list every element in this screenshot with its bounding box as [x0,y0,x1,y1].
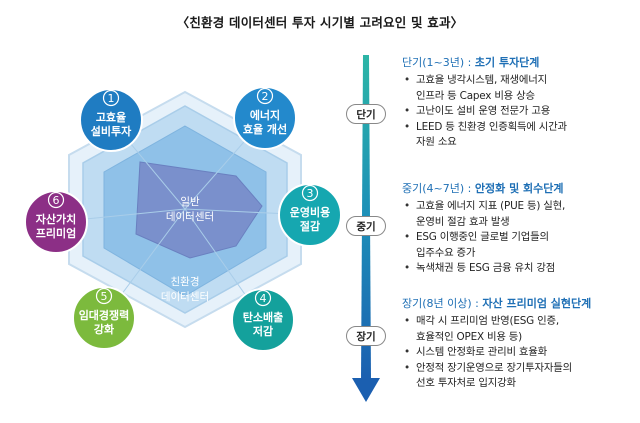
factor-node-5: 5 임대경쟁력 강화 [72,286,136,350]
svg-text:임대경쟁력: 임대경쟁력 [79,308,130,322]
svg-text:효율 개선: 효율 개선 [243,122,287,136]
svg-text:강화: 강화 [94,322,114,336]
stage-items: 매각 시 프리미엄 반영(ESG 인증,효율적인 OPEX 비용 등) 시스템 … [402,314,634,392]
phase-tag-short: 단기 [346,104,386,124]
svg-text:6: 6 [53,194,60,207]
general-datacenter-label-2: 데이터센터 [166,211,214,223]
stage-heading: 단기(1~3년) : 초기 투자단계 [402,56,540,69]
stage-long-term: 장기(8년 이상) : 자산 프리미엄 실현단계 매각 시 프리미엄 반영(ES… [402,295,634,392]
factor-node-4: 4 탄소배출 저감 [231,288,295,352]
svg-text:프리미엄: 프리미엄 [36,226,76,240]
general-datacenter-label-1: 일반 [180,195,200,208]
diagram-title: 〈친환경 데이터센터 투자 시기별 고려요인 및 효과〉 [176,15,464,30]
list-item: 고난이도 설비 운영 전문가 고용 [402,104,634,120]
list-item: 고효율 에너지 지표 (PUE 등) 실현,운영비 절감 효과 발생 [402,199,634,230]
svg-text:설비투자: 설비투자 [91,124,132,138]
phase-tag-mid: 중기 [346,216,386,236]
svg-text:3: 3 [307,187,314,200]
stage-mid-term: 중기(4~7년) : 안정화 및 회수단계 고효율 에너지 지표 (PUE 등)… [402,180,634,277]
eco-datacenter-label-2: 데이터센터 [161,291,209,303]
phase-tag-long: 장기 [346,326,386,346]
svg-text:운영비용: 운영비용 [290,205,330,219]
list-item: 시스템 안정화로 관리비 효율화 [402,345,634,361]
stage-heading: 장기(8년 이상) : 자산 프리미엄 실현단계 [402,297,592,310]
factor-node-1: 1 고효율 설비투자 [79,88,143,152]
svg-text:4: 4 [260,292,267,305]
svg-text:1: 1 [108,92,115,105]
list-item: 녹색채권 등 ESG 금융 유치 강점 [402,261,634,277]
factor-node-2: 2 에너지 효율 개선 [233,86,297,150]
svg-text:절감: 절감 [300,219,320,233]
svg-text:탄소배출: 탄소배출 [243,310,283,324]
eco-datacenter-label-1: 친환경 [171,275,200,288]
stage-items: 고효율 에너지 지표 (PUE 등) 실현,운영비 절감 효과 발생 ESG 이… [402,199,634,277]
list-item: 매각 시 프리미엄 반영(ESG 인증,효율적인 OPEX 비용 등) [402,314,634,345]
stage-heading: 중기(4~7년) : 안정화 및 회수단계 [402,182,564,195]
svg-text:고효율: 고효율 [96,110,126,124]
factor-node-3: 3 운영비용 절감 [278,183,342,247]
svg-text:에너지: 에너지 [250,108,280,122]
factor-node-6: 6 자산가치 프리미엄 [24,190,88,254]
svg-text:자산가치: 자산가치 [36,212,76,226]
svg-text:5: 5 [101,290,108,303]
svg-text:저감: 저감 [253,324,273,338]
svg-text:2: 2 [262,90,269,103]
